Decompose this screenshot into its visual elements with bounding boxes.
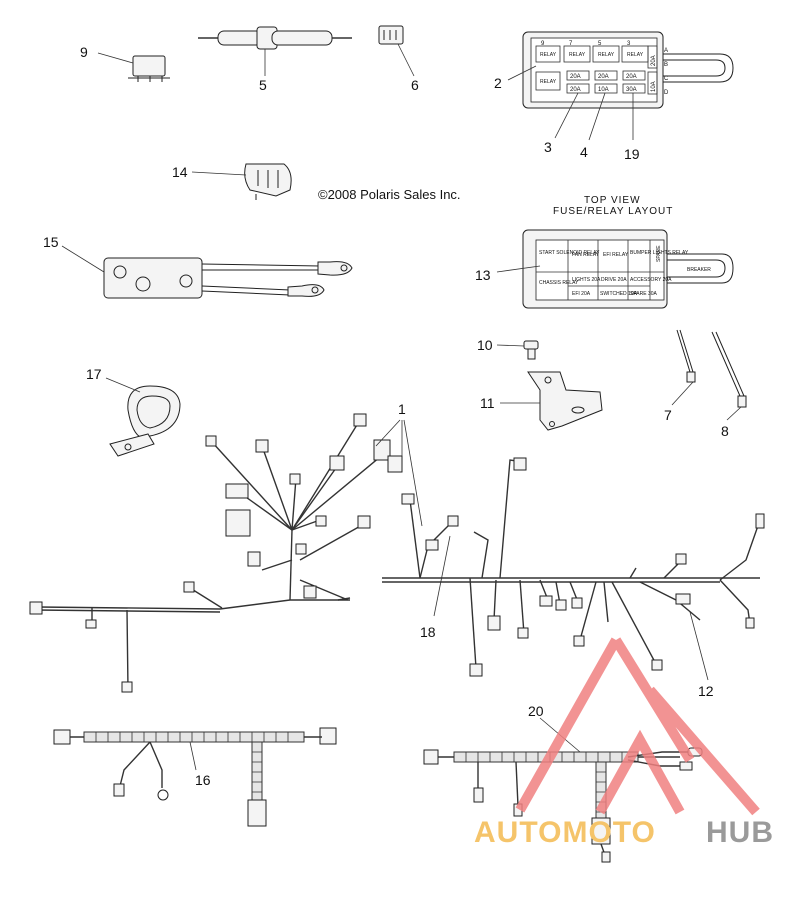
part-14-connector: 14 (172, 163, 292, 200)
side-letter-c: C (664, 76, 669, 82)
fuse-box-top: RELAY RELAY RELAY RELAY RELAY 9 7 5 3 20… (494, 31, 734, 162)
part-15-ground-strap: 15 (43, 234, 353, 299)
callout-5: 5 (259, 77, 267, 93)
cell-bumper-lights: BUMPER LIGHTS RELAY (630, 250, 689, 256)
part-1-main-harness: 1 18 12 (29, 401, 765, 699)
callout-10: 10 (477, 337, 493, 353)
part-16-harness: 16 (53, 727, 337, 827)
part-5-inline-fuse: 5 (198, 26, 352, 93)
cell-chassis-relay: CHASSIS RELAY (539, 280, 579, 286)
fuse-side-2: 10A (651, 81, 657, 92)
fuse-side-1: 20A (651, 55, 657, 66)
callout-3: 3 (544, 139, 552, 155)
slot-3: 3 (627, 41, 631, 47)
slot-9: 9 (541, 41, 545, 47)
fuse-r2-2: 10A (598, 87, 609, 93)
callout-15: 15 (43, 234, 59, 250)
callout-17: 17 (86, 366, 102, 382)
fuse-r2-1: 20A (570, 87, 581, 93)
cell-spare: SPARE (656, 245, 662, 262)
side-letter-a: A (664, 48, 668, 54)
callout-7: 7 (664, 407, 672, 423)
fuse-r2-3: 30A (626, 87, 637, 93)
fuse-r1-2: 20A (598, 74, 609, 80)
cell-spare-30a: SPARE 30A (630, 291, 658, 297)
layout-heading-line1: TOP VIEW (584, 195, 641, 206)
relay-label-1: RELAY (540, 52, 557, 58)
fuse-r1-1: 20A (570, 74, 581, 80)
callout-1: 1 (398, 401, 406, 417)
side-letter-b: B (664, 62, 668, 68)
part-7-cable-tie: 7 (664, 329, 696, 423)
watermark-triangle (515, 637, 760, 816)
callout-16: 16 (195, 772, 211, 788)
relay-label-5: RELAY (540, 79, 557, 85)
breaker-tab-label: BREAKER (687, 267, 711, 273)
callout-8: 8 (721, 423, 729, 439)
watermark-text-automoto: AUTOMOTO (474, 816, 656, 849)
layout-heading-line2: FUSE/RELAY LAYOUT (553, 206, 673, 217)
watermark-text-hub: HUB (706, 816, 774, 849)
fuse-r1-3: 20A (626, 74, 637, 80)
slot-7: 7 (569, 41, 573, 47)
callout-9: 9 (80, 44, 88, 60)
part-6-connector: 6 (378, 25, 419, 93)
callout-11: 11 (480, 395, 495, 411)
watermark-logo (515, 637, 760, 816)
callout-20: 20 (528, 703, 544, 719)
part-17-clamp: 17 (86, 366, 181, 457)
callout-18: 18 (420, 624, 436, 640)
part-8-cable-tie: 8 (711, 331, 747, 439)
callout-13: 13 (475, 267, 491, 283)
part-10-bolt: 10 (477, 337, 539, 360)
cell-accessory: ACCESSORY 20A (630, 277, 672, 283)
cell-drive: DRIVE 20A (601, 277, 627, 283)
relay-label-3: RELAY (598, 52, 615, 58)
callout-12: 12 (698, 683, 714, 699)
relay-label-2: RELAY (569, 52, 586, 58)
callout-19: 19 (624, 146, 640, 162)
cell-efi-relay: EFI RELAY (603, 252, 629, 258)
callout-14: 14 (172, 164, 188, 180)
side-letter-d: D (664, 90, 669, 96)
callout-4: 4 (580, 144, 588, 160)
callout-2: 2 (494, 75, 502, 91)
part-9-relay: 9 (80, 44, 170, 82)
part-11-bracket: 11 (480, 371, 603, 431)
cell-efi-fuse: EFI 20A (572, 291, 591, 297)
copyright-text: ©2008 Polaris Sales Inc. (318, 187, 461, 202)
part-13-fuse-relay-layout: BREAKER START SOLENOID RELAY FAN RELAY E… (475, 229, 734, 309)
cell-start-solenoid: START SOLENOID RELAY (539, 250, 600, 256)
relay-label-4: RELAY (627, 52, 644, 58)
cell-fan-relay: FAN RELAY (572, 252, 600, 258)
cell-lights: LIGHTS 20A (572, 277, 601, 283)
cell-switched: SWITCHED 10A (600, 291, 638, 297)
slot-5: 5 (598, 41, 602, 47)
callout-6: 6 (411, 77, 419, 93)
